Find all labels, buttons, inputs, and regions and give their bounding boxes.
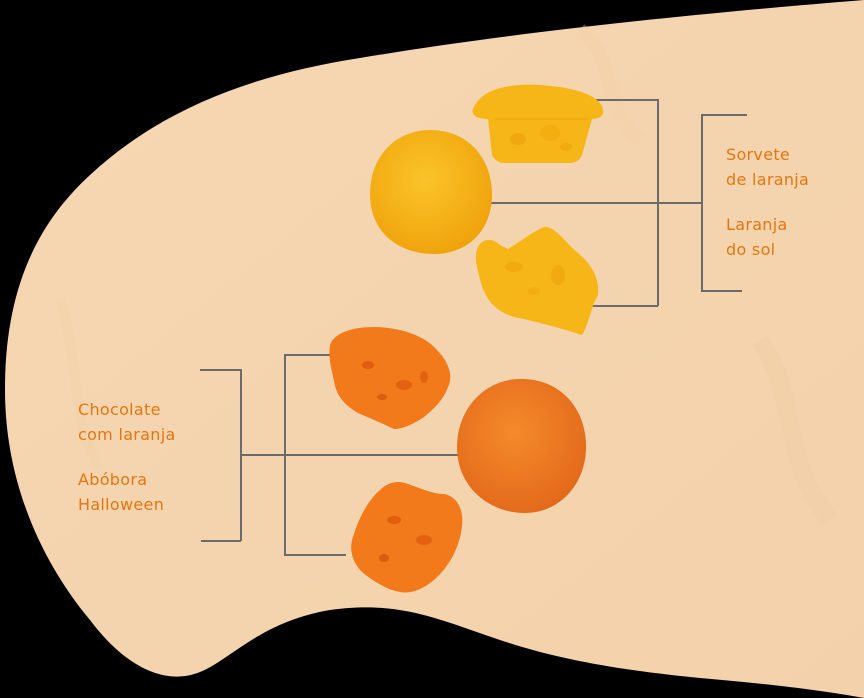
connector-yellow-label-bracket [701,114,703,291]
connector-yellow-mid-line [488,202,701,204]
connector-orange-label-bottom [201,540,241,542]
yellow-muffin-half-bottom-image [475,226,599,335]
orange-whole-muffin-image [457,378,587,513]
connector-bottom-half-line [588,305,658,307]
flavor-label-chocolate-line2: com laranja [78,425,176,444]
orange-muffin-half-bottom-image [351,482,463,593]
yellow-flavor-labels: Sorvete de laranja Laranja do sol [726,142,809,262]
connector-yellow-label-bottom [701,290,742,292]
connector-orange-bracket [284,354,286,555]
flavor-label-chocolate-line1: Chocolate [78,400,161,419]
connector-orange-bottom-half-line [284,554,346,556]
connector-yellow-label-top [701,114,747,116]
flavor-label-sorvete-line2: de laranja [726,170,810,189]
connector-orange-mid-line [240,454,460,456]
flavor-label-laranja-line2: do sol [726,240,776,259]
connector-orange-top-half-line [284,354,330,356]
flavor-label-laranja-line1: Laranja [726,215,788,234]
flavor-label-abobora-line1: Abóbora [78,470,148,489]
flavor-label-sorvete-line1: Sorvete [726,145,791,164]
orange-muffin-half-top-image [329,327,451,429]
yellow-muffin-half-top-image [472,84,604,163]
connector-top-half-line [595,99,658,101]
orange-flavor-labels: Chocolate com laranja Abóbora Halloween [78,397,176,517]
connector-orange-label-top [200,369,241,371]
flavor-label-abobora-line2: Halloween [78,495,165,514]
yellow-whole-muffin-image [370,130,493,254]
